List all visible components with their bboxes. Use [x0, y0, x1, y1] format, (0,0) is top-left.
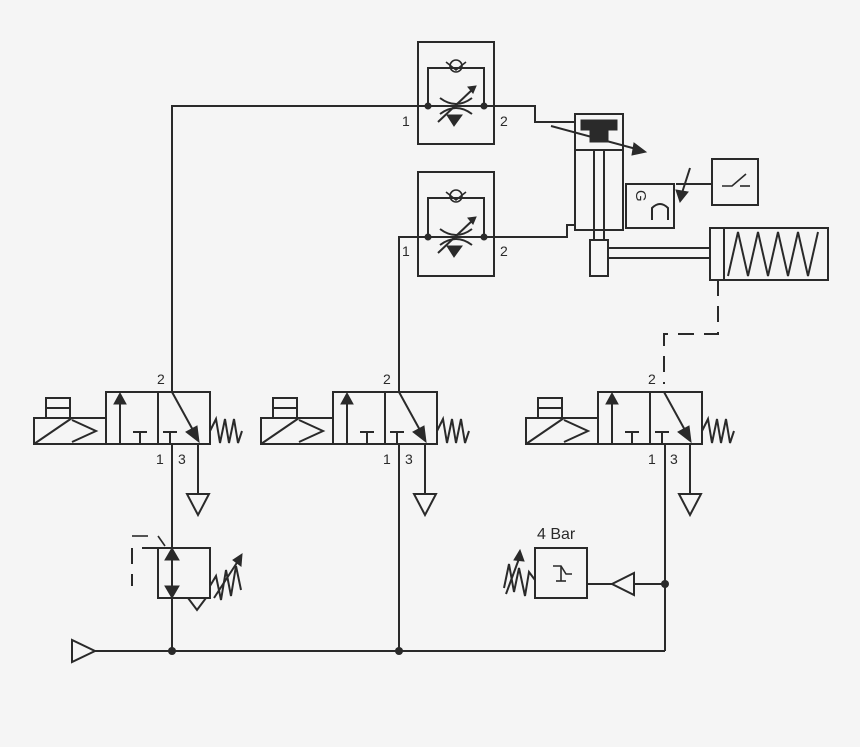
pressure-switch: 4 Bar — [503, 526, 665, 599]
solenoid-valve-middle — [260, 391, 470, 518]
port-label-2: 2 — [648, 371, 656, 387]
flow-control-valve-middle — [417, 171, 495, 277]
port-label-1: 1 — [648, 451, 656, 467]
port-label-1: 1 — [402, 243, 410, 259]
port-label-3: 3 — [405, 451, 413, 467]
pressure-source-symbol — [71, 638, 98, 664]
port-label-1: 1 — [402, 113, 410, 129]
port-label-3: 3 — [178, 451, 186, 467]
port-label-2: 2 — [157, 371, 165, 387]
port-label-3: 3 — [670, 451, 678, 467]
pressure-regulator — [131, 444, 243, 651]
port-label-1: 1 — [156, 451, 164, 467]
pneumatic-lines — [171, 105, 719, 651]
sensor-letter: G — [632, 190, 649, 202]
solenoid-valve-right — [525, 391, 735, 518]
port-label-2: 2 — [383, 371, 391, 387]
switch-box — [711, 158, 759, 206]
port-label-2: 2 — [500, 113, 508, 129]
exhaust-symbol — [185, 444, 211, 518]
vertical-cylinder — [550, 113, 648, 277]
magnetic-sensor: G — [625, 158, 759, 229]
supply-line — [71, 443, 669, 664]
port-label-1: 1 — [383, 451, 391, 467]
flow-control-valve-top — [417, 41, 495, 145]
pressure-setting-label: 4 Bar — [537, 526, 576, 543]
port-label-2: 2 — [500, 243, 508, 259]
solenoid-valve-left — [33, 391, 243, 445]
spring-return-cylinder — [607, 227, 829, 281]
